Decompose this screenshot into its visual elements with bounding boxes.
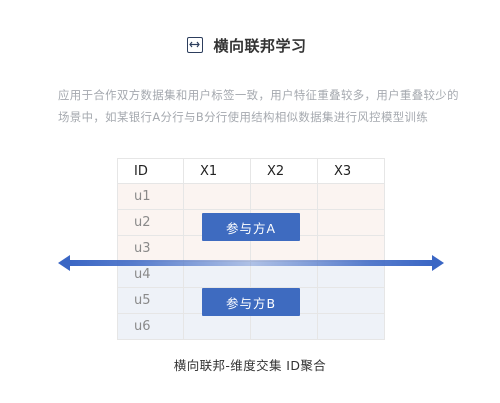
row-id-cell: u6 [117, 314, 184, 340]
column-header-id: ID [117, 158, 184, 184]
horizontal-arrows-icon [187, 37, 204, 53]
column-header-x2: X2 [251, 158, 318, 184]
table-cell [318, 184, 385, 210]
column-header-x3: X3 [318, 158, 385, 184]
diagram-caption: 横向联邦-维度交集 ID聚合 [173, 358, 327, 373]
table-cell [251, 184, 318, 210]
table-cell [184, 314, 251, 340]
row-id-cell: u4 [117, 262, 184, 288]
table-cell [318, 210, 385, 236]
page-title: 横向联邦学习 [213, 36, 307, 55]
table-cell [184, 184, 251, 210]
row-id-cell: u5 [117, 288, 184, 314]
header: 横向联邦学习 [0, 33, 500, 57]
table-cell [318, 314, 385, 340]
description-text: 应用于合作双方数据集和用户标签一致，用户特征重叠较多，用户重叠较少的场景中，如某… [58, 88, 459, 124]
column-header-x1: X1 [184, 158, 251, 184]
row-id-cell: u3 [117, 236, 184, 262]
table-cell [184, 262, 251, 288]
table-cell [251, 262, 318, 288]
row-id-cell: u1 [117, 184, 184, 210]
row-id-cell: u2 [117, 210, 184, 236]
table-cell [251, 314, 318, 340]
party-a-label: 参与方A [202, 213, 300, 241]
horizontal-double-arrow [58, 255, 444, 271]
table-cell [318, 288, 385, 314]
party-b-label: 参与方B [202, 288, 300, 316]
table-cell [318, 262, 385, 288]
